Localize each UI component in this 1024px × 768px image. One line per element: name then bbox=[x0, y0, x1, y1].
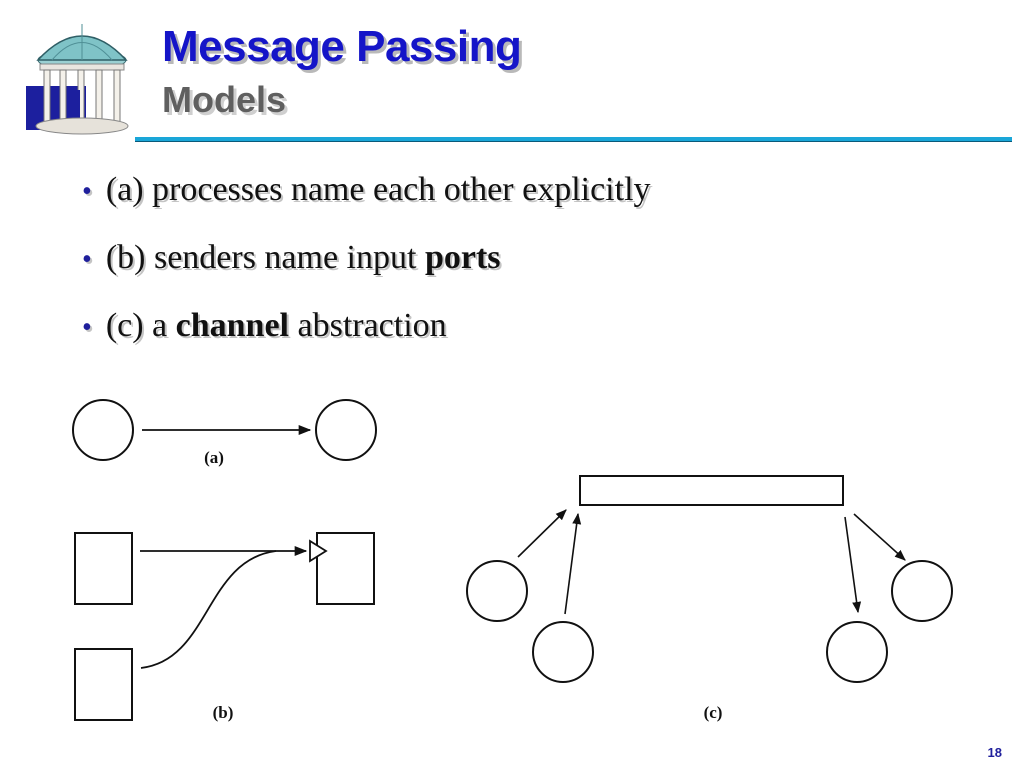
bullet-text: (c) a bbox=[105, 307, 176, 344]
bullet-dot-icon: • bbox=[82, 244, 92, 275]
process-node bbox=[466, 560, 528, 622]
message-arrow bbox=[564, 512, 582, 615]
input-port-icon bbox=[309, 539, 328, 563]
bullet-dot-icon: • bbox=[82, 176, 92, 207]
page-number: 18 bbox=[987, 745, 1002, 760]
bullet-dot-icon: • bbox=[82, 312, 92, 343]
bullet-text: (a) processes name each other explicitly bbox=[105, 171, 651, 208]
model-c: (c) bbox=[466, 475, 953, 722]
sender-process bbox=[74, 532, 133, 605]
message-passing-diagram: (a) (b) (c) bbox=[72, 399, 953, 722]
title-divider bbox=[135, 137, 1012, 142]
bullet-emphasis: channel bbox=[175, 307, 289, 344]
message-arrow bbox=[853, 513, 906, 561]
bullet-emphasis: ports bbox=[424, 239, 501, 276]
sender-process bbox=[74, 648, 133, 721]
message-arrow bbox=[517, 509, 567, 558]
message-arrow bbox=[140, 550, 277, 669]
slide-subtitle: Models bbox=[162, 79, 287, 120]
process-node bbox=[891, 560, 953, 622]
slide-title: Message Passing bbox=[162, 22, 522, 71]
process-node bbox=[826, 621, 888, 683]
bullet-text: (b) senders name input bbox=[105, 239, 425, 276]
bullet-list: • (a) processes name each other explicitl… bbox=[82, 170, 651, 374]
bullet-item-b: • (b) senders name input ports bbox=[82, 238, 651, 280]
model-b: (b) bbox=[74, 532, 375, 722]
label-c: (c) bbox=[704, 703, 723, 722]
process-node bbox=[532, 621, 594, 683]
bullet-text-suffix: abstraction bbox=[289, 307, 447, 344]
label-b: (b) bbox=[213, 703, 234, 722]
channel-box bbox=[579, 475, 844, 506]
label-a: (a) bbox=[204, 448, 224, 467]
model-a: (a) bbox=[72, 399, 377, 467]
process-node bbox=[315, 399, 377, 461]
receiver-process bbox=[316, 532, 375, 605]
bullet-item-c: • (c) a channel abstraction bbox=[82, 306, 651, 348]
old-well-logo-icon bbox=[26, 24, 129, 135]
process-node bbox=[72, 399, 134, 461]
message-arrow bbox=[844, 516, 862, 614]
bullet-item-a: • (a) processes name each other explicitl… bbox=[82, 170, 651, 212]
